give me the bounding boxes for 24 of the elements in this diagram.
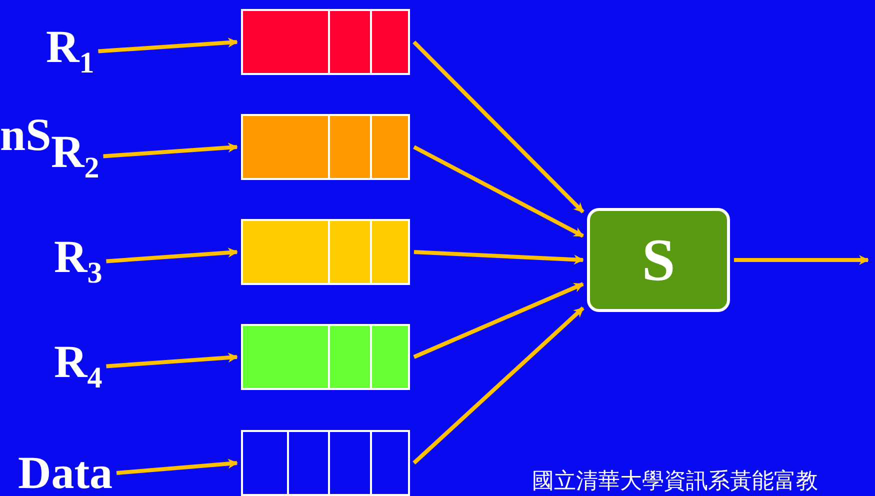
input-label: R$_{1}$ <box>46 24 94 78</box>
queue-box <box>241 324 410 390</box>
arrow <box>98 38 238 54</box>
arrow <box>103 142 238 158</box>
credit-text: 國立清華大學資訊系黃能富教 <box>532 470 818 492</box>
queue-box <box>241 219 410 285</box>
cut-off-text: nS <box>0 112 52 158</box>
input-label: Data <box>18 450 113 496</box>
arrow <box>413 145 584 238</box>
arrow <box>106 248 238 264</box>
input-label: R$_{4}$ <box>54 339 102 394</box>
scheduler-box: S <box>587 208 730 312</box>
queue-box <box>241 430 410 496</box>
arrow <box>412 40 584 214</box>
input-label: R$_{3}$ <box>54 234 102 288</box>
arrow <box>116 458 238 475</box>
arrow <box>106 352 238 368</box>
queue-box <box>241 114 410 180</box>
arrow <box>734 255 869 265</box>
input-label: R$_{2}$ <box>51 129 100 184</box>
arrow <box>412 306 584 464</box>
arrow <box>414 250 584 265</box>
arrow <box>413 282 584 359</box>
queue-box <box>241 9 410 75</box>
